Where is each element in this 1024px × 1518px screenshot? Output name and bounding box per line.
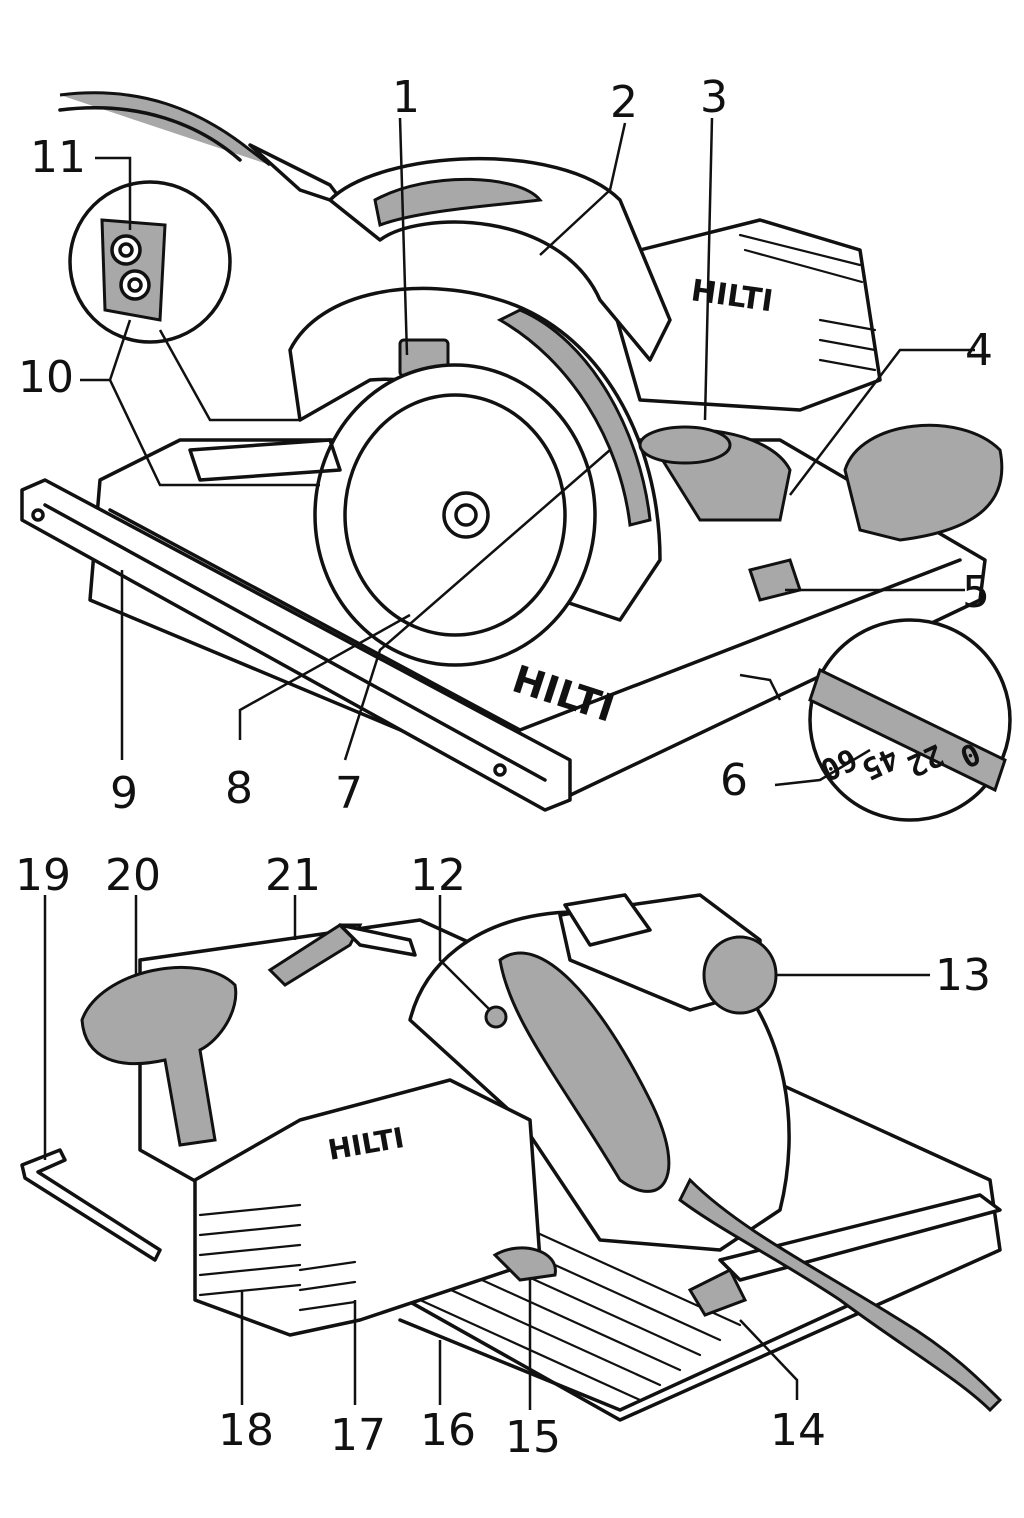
bottom-leader-lines (43, 895, 930, 1410)
callout-13: 13 (935, 950, 991, 1001)
callout-1: 1 (392, 72, 420, 123)
bevel-scale-strip (496, 308, 652, 527)
callout-15: 15 (505, 1412, 561, 1463)
callout-18: 18 (218, 1405, 274, 1456)
callout-8: 8 (225, 763, 253, 814)
callout-5: 5 (962, 567, 990, 618)
depth-lock-lever (492, 1246, 557, 1282)
callout-20: 20 (105, 850, 161, 901)
depth-adjust-lever (638, 425, 732, 465)
spindle-lock-button (484, 1005, 508, 1029)
callout-17: 17 (330, 1410, 386, 1461)
callout-11: 11 (30, 132, 86, 183)
callout-14: 14 (770, 1405, 826, 1456)
rear-handle (498, 951, 671, 1193)
callout-21: 21 (265, 850, 321, 901)
callout-2: 2 (610, 77, 638, 128)
callout-9: 9 (110, 768, 138, 819)
callout-19: 19 (15, 850, 71, 901)
adjustment-screw-upper (110, 234, 142, 266)
inset-detail-bevel-scale: 60 45 22 0 (808, 618, 1012, 822)
callout-6: 6 (720, 755, 748, 806)
top-callout-labels: 1 2 3 4 5 6 7 8 9 10 11 (18, 72, 993, 819)
motor-vent-slots (198, 1203, 357, 1312)
inset-detail-adjustment-screws (68, 180, 232, 344)
front-grip-knob (80, 965, 238, 1147)
callout-16: 16 (420, 1405, 476, 1456)
auxiliary-grip-knob (843, 423, 1004, 542)
callout-4: 4 (965, 325, 993, 376)
bevel-lock-lever-rear (687, 1267, 748, 1317)
callout-10: 10 (18, 352, 74, 403)
bottom-callout-labels: 12 13 14 15 16 17 18 19 20 21 (15, 850, 991, 1463)
callout-7: 7 (335, 768, 363, 819)
callout-12: 12 (410, 850, 466, 901)
blade-arbor-bolt (442, 491, 490, 539)
top-figure-saw-front-view: HILTI HILTI (18, 72, 1012, 822)
top-leader-lines (80, 117, 975, 787)
callout-3: 3 (700, 72, 728, 123)
hex-key (20, 1148, 162, 1262)
bottom-figure-saw-rear-view: HILTI 12 13 14 (15, 850, 1003, 1463)
adjustment-screw-lower (119, 269, 151, 301)
power-cord (59, 91, 271, 167)
power-cord-rear (678, 1177, 1003, 1413)
